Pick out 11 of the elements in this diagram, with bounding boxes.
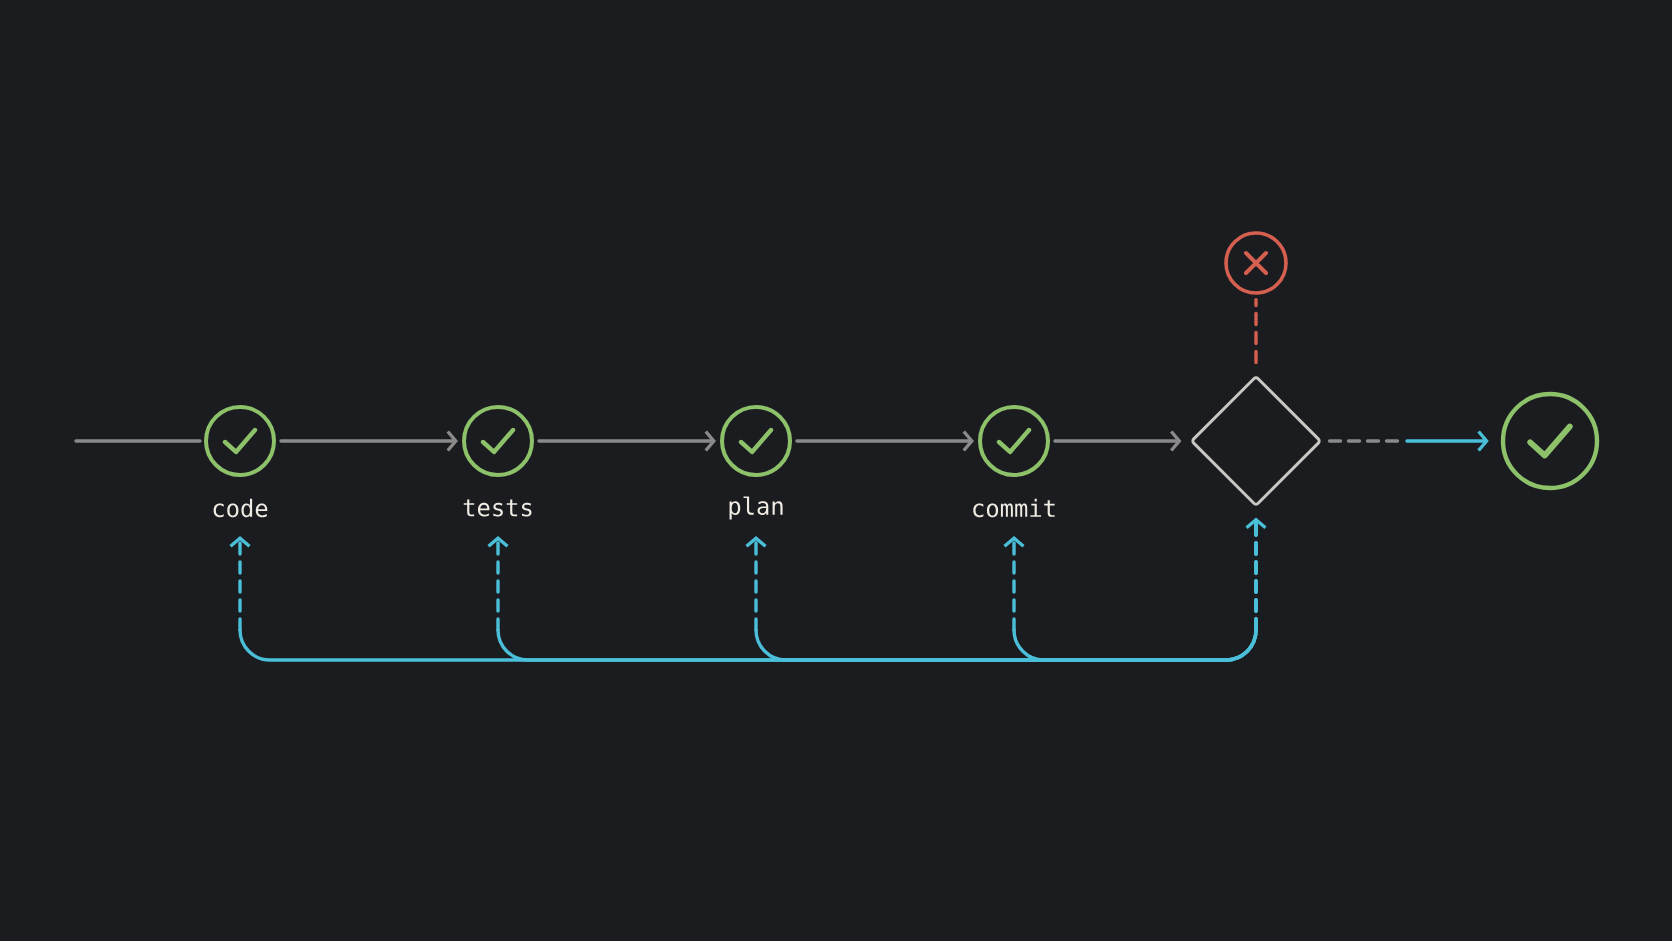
- arrow: [229, 517, 1267, 662]
- step-label: plan: [729, 496, 783, 520]
- decision-diamond: [1191, 376, 1321, 506]
- arrow: [279, 430, 458, 452]
- step-label: commit: [973, 498, 1055, 518]
- arrow: [537, 430, 716, 452]
- arrow: [1327, 430, 1489, 452]
- step-label: tests: [463, 499, 532, 517]
- arrow: [1053, 430, 1182, 452]
- step-label: code: [213, 498, 268, 518]
- arrow: [795, 430, 974, 452]
